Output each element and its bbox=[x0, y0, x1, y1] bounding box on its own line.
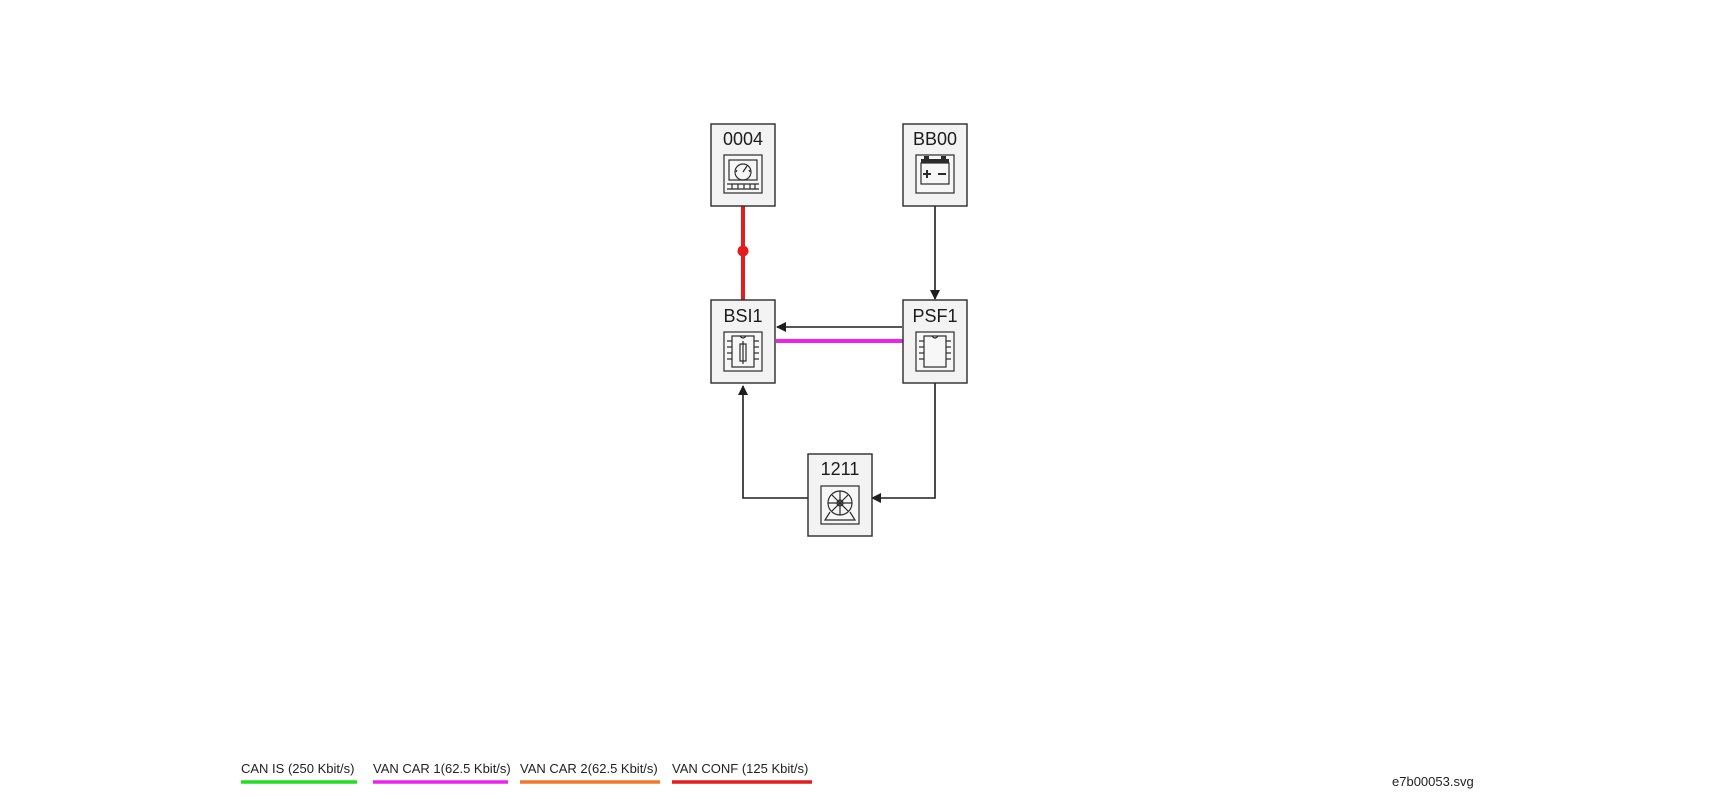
node-psf1[interactable]: PSF1 bbox=[902, 299, 968, 384]
file-name-label: e7b00053.svg bbox=[1392, 774, 1474, 789]
node-bsi1-label: BSI1 bbox=[723, 306, 762, 326]
node-psf1-label: PSF1 bbox=[912, 306, 957, 326]
legend-label: CAN IS (250 Kbit/s) bbox=[241, 761, 354, 776]
node-1211-label: 1211 bbox=[821, 459, 860, 479]
gauge-dashboard-icon bbox=[723, 154, 763, 194]
node-bsi1[interactable]: BSI1 bbox=[710, 299, 776, 384]
node-0004-label: 0004 bbox=[723, 129, 763, 149]
legend-label: VAN CONF (125 Kbit/s) bbox=[672, 761, 808, 776]
steering-wheel-icon bbox=[820, 485, 860, 525]
chip-fuse-icon bbox=[723, 331, 763, 372]
connection-1211-bsi1-arrow bbox=[738, 385, 808, 499]
legend-label: VAN CAR 2(62.5 Kbit/s) bbox=[520, 761, 658, 776]
node-bb00[interactable]: BB00 bbox=[902, 123, 968, 207]
node-0004[interactable]: 0004 bbox=[710, 123, 776, 207]
legend-label: VAN CAR 1(62.5 Kbit/s) bbox=[373, 761, 511, 776]
battery-icon bbox=[915, 154, 955, 194]
node-bb00-label: BB00 bbox=[913, 129, 957, 149]
legend-item-van-car-2: VAN CAR 2(62.5 Kbit/s) bbox=[520, 761, 660, 784]
van-conf-junction-dot bbox=[737, 245, 749, 257]
legend: CAN IS (250 Kbit/s) VAN CAR 1(62.5 Kbit/… bbox=[241, 761, 812, 784]
legend-item-can-is: CAN IS (250 Kbit/s) bbox=[241, 761, 357, 784]
node-1211[interactable]: 1211 bbox=[807, 453, 873, 537]
legend-item-van-conf: VAN CONF (125 Kbit/s) bbox=[672, 761, 812, 784]
connection-0004-bsi1 bbox=[737, 206, 749, 300]
legend-item-van-car-1: VAN CAR 1(62.5 Kbit/s) bbox=[373, 761, 511, 784]
chip-icon bbox=[915, 331, 955, 372]
connection-psf1-1211-arrow bbox=[871, 383, 936, 503]
